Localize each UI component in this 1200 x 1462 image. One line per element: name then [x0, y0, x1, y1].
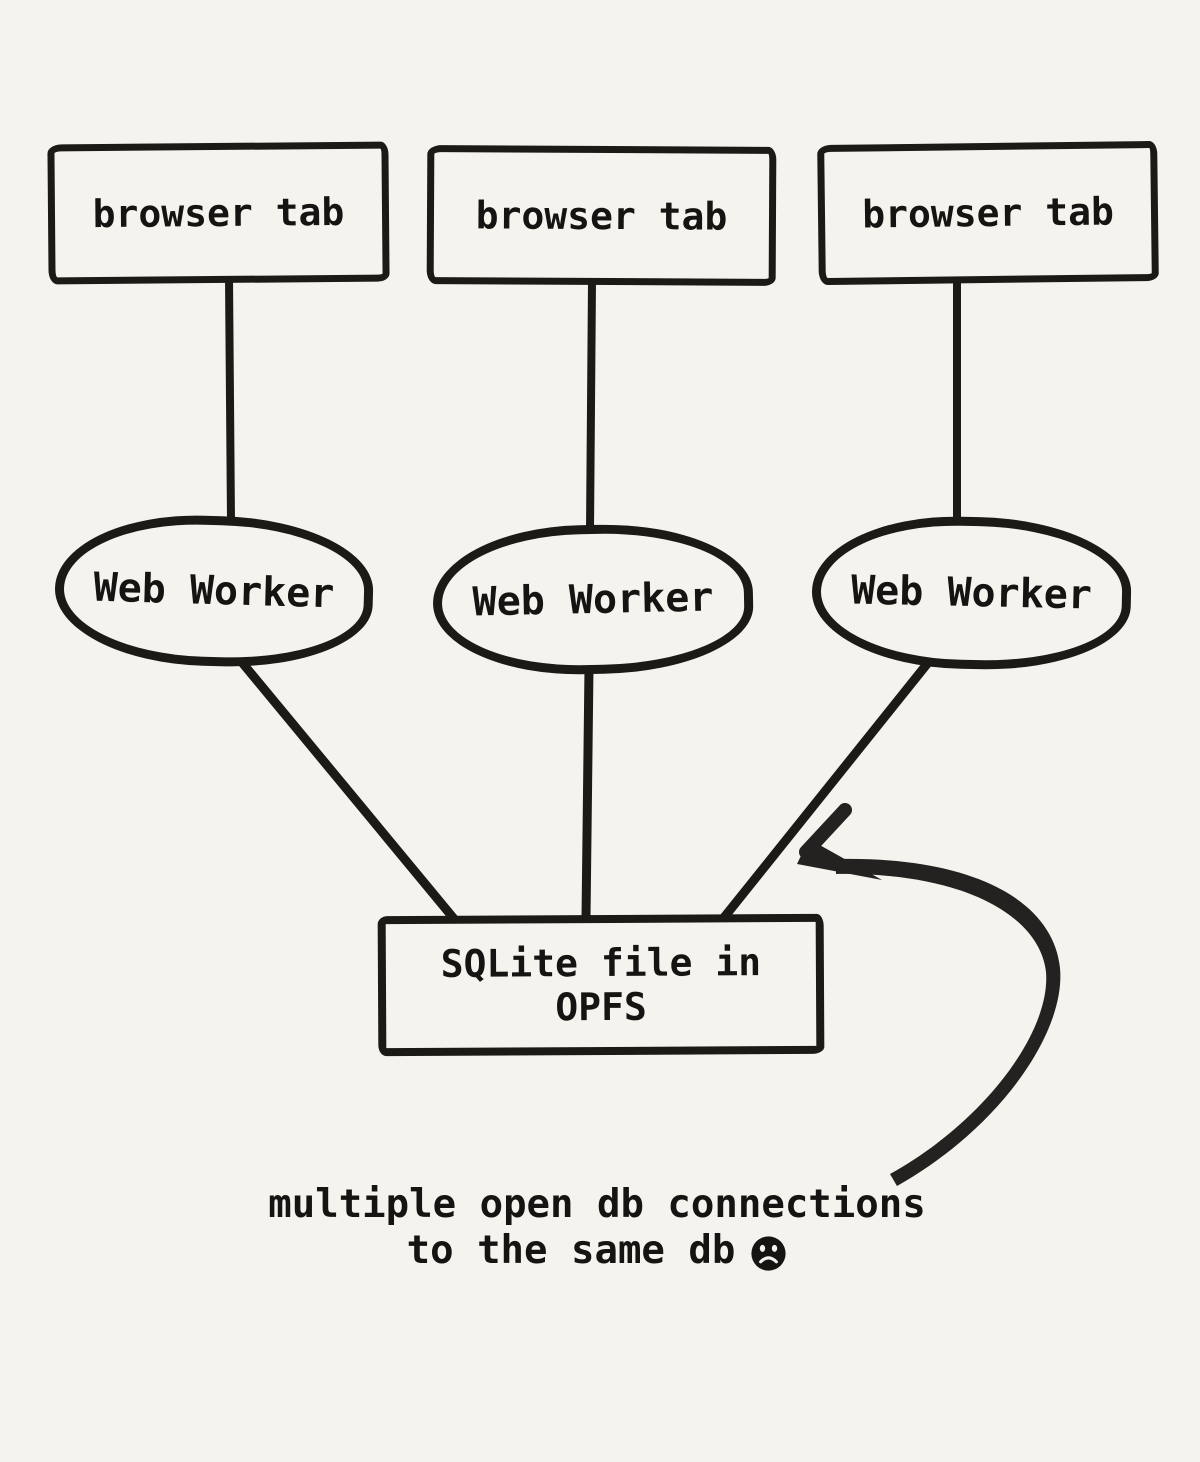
sqlite-opfs-label-line1: SQLite file in	[440, 940, 762, 986]
browser-tab-label-2: browser tab	[475, 192, 728, 239]
caption-line-2: to the same db	[237, 1228, 957, 1274]
worker-db-connector-1	[235, 655, 460, 925]
caption-line-1: multiple open db connections	[268, 1182, 926, 1227]
tab-worker-connector-2	[586, 277, 596, 534]
caption: multiple open db connections to the same…	[237, 1182, 957, 1274]
caption-line-2-text: to the same db	[406, 1228, 736, 1273]
tab-worker-connector-1	[225, 274, 235, 526]
frown-face-icon	[751, 1235, 786, 1271]
browser-tab-box-3: browser tab	[817, 140, 1159, 286]
annotation-arrow-shaft	[836, 858, 1061, 1186]
web-worker-label-1: Web Worker	[92, 564, 336, 618]
web-worker-label-2: Web Worker	[472, 573, 714, 626]
browser-tab-label-3: browser tab	[861, 189, 1115, 237]
browser-tab-label-1: browser tab	[92, 189, 345, 237]
sqlite-opfs-box: SQLite file in OPFS	[377, 913, 825, 1057]
annotation-arrowhead-lower-barb	[797, 839, 882, 880]
web-worker-label-3: Web Worker	[850, 567, 1093, 619]
sqlite-opfs-label-line2: OPFS	[555, 984, 647, 1030]
worker-db-connector-2	[581, 662, 594, 923]
browser-tab-box-1: browser tab	[47, 141, 390, 285]
browser-tab-box-2: browser tab	[426, 145, 777, 286]
worker-db-connector-3	[717, 654, 936, 925]
